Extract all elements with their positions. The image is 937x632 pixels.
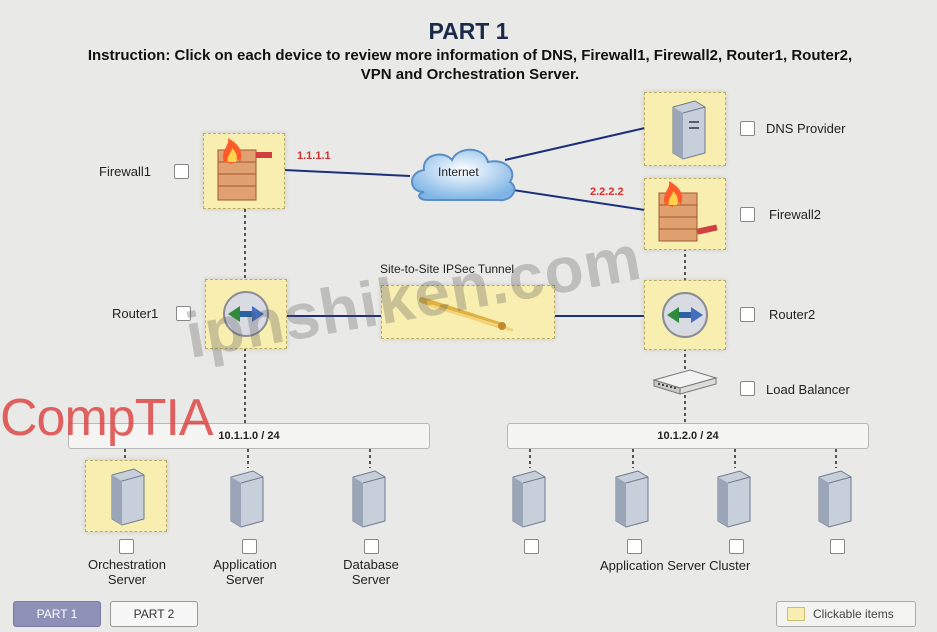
router-icon <box>223 291 269 337</box>
cluster-server-3-checkbox[interactable] <box>729 539 744 554</box>
firewall1-ip: 1.1.1.1 <box>297 150 331 162</box>
server-icon <box>111 468 145 526</box>
cluster-server-4-icon <box>818 470 852 528</box>
internet-cloud-icon <box>411 148 516 202</box>
cluster-server-1-icon <box>512 470 546 528</box>
application-server-label: Application Server <box>213 557 277 587</box>
subnet-left-bar: 10.1.1.0 / 24 <box>68 423 430 449</box>
tunnel-icon <box>419 297 514 332</box>
cluster-server-4-checkbox[interactable] <box>830 539 845 554</box>
router2-device[interactable] <box>644 280 726 350</box>
router2-checkbox[interactable] <box>740 307 755 322</box>
firewall1-checkbox[interactable] <box>174 164 189 179</box>
dns-label: DNS Provider <box>766 121 846 136</box>
clickable-legend-label: Clickable items <box>813 607 894 621</box>
instruction-text: Instruction: Click on each device to rev… <box>87 47 853 83</box>
router1-device[interactable] <box>205 279 287 349</box>
cluster-server-3-icon <box>717 470 751 528</box>
router-icon <box>662 292 708 338</box>
load-balancer-label: Load Balancer <box>766 382 850 397</box>
subnet-right-bar: 10.1.2.0 / 24 <box>507 423 869 449</box>
server-icon <box>672 100 706 160</box>
tunnel-label: Site-to-Site IPSec Tunnel <box>380 262 515 276</box>
firewall2-checkbox[interactable] <box>740 207 755 222</box>
comptia-logo: CompTIA <box>0 389 214 447</box>
firewall1-device[interactable] <box>203 133 285 209</box>
application-server-checkbox[interactable] <box>242 539 257 554</box>
dns-device[interactable] <box>644 92 726 166</box>
orchestration-server-checkbox[interactable] <box>119 539 134 554</box>
load-balancer-checkbox[interactable] <box>740 381 755 396</box>
database-server-label: Database Server <box>343 557 399 587</box>
tab-part2[interactable]: PART 2 <box>110 601 198 627</box>
load-balancer-icon[interactable] <box>650 366 720 398</box>
firewall-icon <box>658 181 718 242</box>
application-server-icon <box>230 470 264 528</box>
page-title: PART 1 <box>428 18 509 44</box>
vpn-tunnel-device[interactable] <box>381 285 555 339</box>
clickable-legend: Clickable items <box>776 601 916 627</box>
cluster-server-1-checkbox[interactable] <box>524 539 539 554</box>
dns-checkbox[interactable] <box>740 121 755 136</box>
firewall-icon <box>217 138 272 201</box>
router2-label: Router2 <box>769 307 816 322</box>
internet-label: Internet <box>438 165 479 179</box>
firewall2-ip: 2.2.2.2 <box>590 186 624 198</box>
cluster-server-2-checkbox[interactable] <box>627 539 642 554</box>
firewall2-device[interactable] <box>644 178 726 250</box>
tab-part1[interactable]: PART 1 <box>13 601 101 627</box>
orchestration-server-device[interactable] <box>85 460 167 532</box>
router1-checkbox[interactable] <box>176 306 191 321</box>
router1-label: Router1 <box>112 306 159 321</box>
cluster-server-2-icon <box>615 470 649 528</box>
firewall1-label: Firewall1 <box>99 164 152 179</box>
orchestration-server-label: Orchestration Server <box>87 557 167 587</box>
clickable-swatch <box>787 607 805 621</box>
database-server-icon <box>352 470 386 528</box>
database-server-checkbox[interactable] <box>364 539 379 554</box>
firewall2-label: Firewall2 <box>769 207 822 222</box>
app-cluster-label: Application Server Cluster <box>600 558 751 573</box>
